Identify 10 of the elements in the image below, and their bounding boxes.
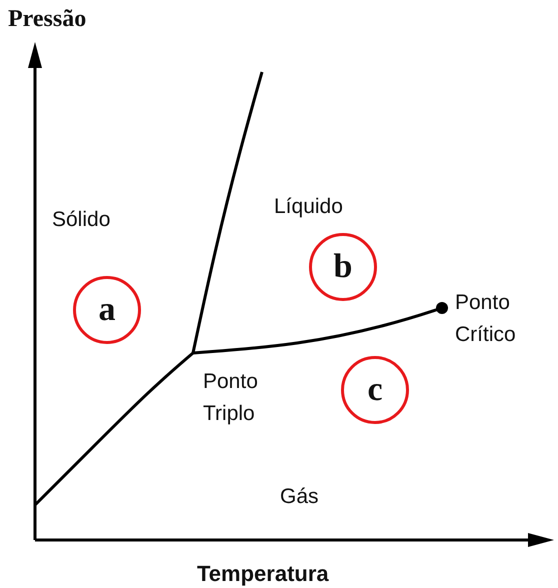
region-label: Gás: [280, 484, 319, 510]
axis-title: Pressão: [8, 5, 86, 34]
point-label: Ponto Triplo: [203, 369, 259, 426]
region-letter: c: [367, 371, 383, 409]
region-label: Líquido: [274, 194, 343, 220]
axis-title: Temperatura: [197, 560, 329, 588]
region-letter: a: [98, 291, 116, 329]
point-label: Ponto Crítico: [455, 290, 517, 348]
region-letter: b: [334, 248, 352, 286]
region-label: Sólido: [52, 207, 110, 233]
